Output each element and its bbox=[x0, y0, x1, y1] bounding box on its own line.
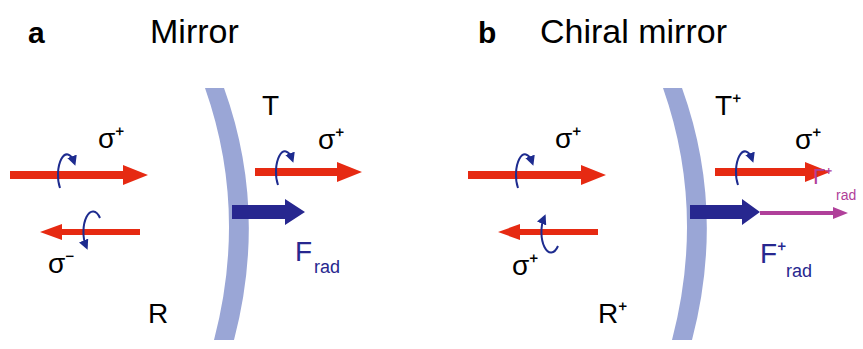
force-arrow bbox=[690, 199, 760, 225]
torque-arrow bbox=[760, 207, 848, 219]
force-label: F⁺ bbox=[760, 240, 786, 268]
helicity-arrow bbox=[83, 211, 100, 246]
beam-label: T⁺ bbox=[715, 92, 741, 120]
panel-title: Chiral mirror bbox=[540, 14, 727, 48]
panel-letter: b bbox=[478, 18, 496, 48]
polarization-label: σ⁻ bbox=[48, 250, 74, 278]
beam-label: T bbox=[262, 92, 279, 120]
polarization-label: σ⁺ bbox=[555, 125, 581, 153]
polarization-label: σ⁺ bbox=[318, 126, 344, 154]
beam-label: R bbox=[148, 300, 168, 328]
force-arrow bbox=[232, 199, 305, 225]
helicity-arrow bbox=[736, 151, 752, 185]
subscript: rad bbox=[786, 262, 812, 280]
reflected-beam bbox=[498, 224, 598, 240]
helicity-arrow bbox=[276, 151, 292, 185]
polarization-label: σ⁺ bbox=[512, 252, 538, 280]
subscript: rad bbox=[836, 188, 856, 202]
helicity-arrow bbox=[516, 154, 532, 188]
polarization-label: σ⁺ bbox=[98, 125, 124, 153]
transmitted-beam bbox=[715, 162, 830, 182]
reflected-beam bbox=[40, 224, 140, 240]
helicity-arrow bbox=[541, 218, 558, 253]
torque-label: Γ⁺ bbox=[813, 166, 832, 188]
incident-beam bbox=[468, 165, 606, 185]
panel-title: Mirror bbox=[150, 14, 239, 48]
subscript: rad bbox=[314, 258, 340, 276]
helicity-arrow bbox=[58, 154, 74, 188]
incident-beam bbox=[10, 165, 148, 185]
force-label: F bbox=[295, 238, 312, 266]
panel-letter: a bbox=[28, 18, 45, 48]
beam-label: R⁺ bbox=[598, 300, 627, 328]
polarization-label: σ⁺ bbox=[795, 126, 821, 154]
transmitted-beam bbox=[255, 162, 362, 182]
